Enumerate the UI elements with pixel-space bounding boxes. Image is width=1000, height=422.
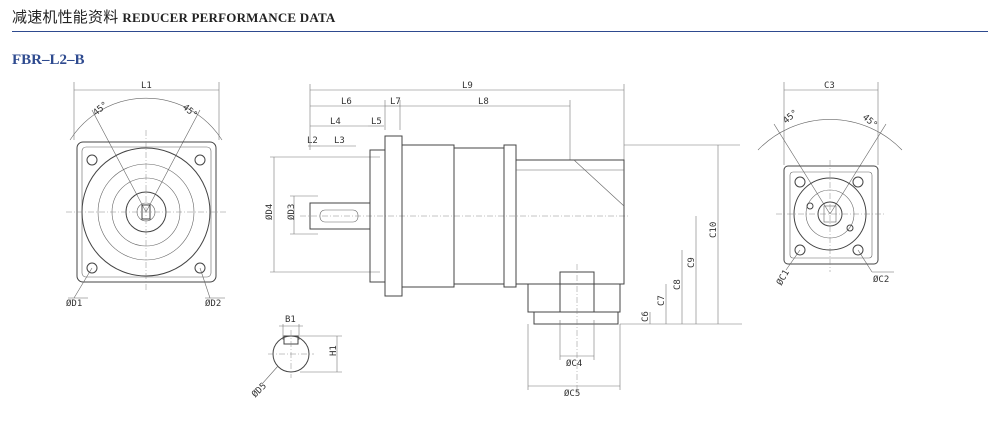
dim-L5: L5 xyxy=(371,117,382,127)
angle-45-left: 45° xyxy=(92,100,111,118)
dim-D2: ØD2 xyxy=(205,298,221,309)
dim-C9: C9 xyxy=(687,257,697,268)
angle-45-c-right: 45° xyxy=(860,113,879,131)
dim-C2: ØC2 xyxy=(873,274,889,285)
dim-C8: C8 xyxy=(673,279,683,290)
header-divider xyxy=(12,31,988,32)
dim-C7: C7 xyxy=(657,295,667,306)
dim-L8: L8 xyxy=(478,97,489,107)
front-view: L1 45° 45° ØD1 ØD2 xyxy=(66,81,228,309)
dim-D4: ØD4 xyxy=(264,204,275,220)
dim-D3: ØD3 xyxy=(286,204,297,220)
dim-L7: L7 xyxy=(390,97,401,107)
dim-C10: C10 xyxy=(709,222,719,238)
dim-L4: L4 xyxy=(330,117,341,127)
shaft-section-view: B1 H1 ØD5 xyxy=(250,315,342,400)
dim-C5: ØC5 xyxy=(564,388,580,399)
dim-L6: L6 xyxy=(341,97,352,107)
angle-45-right: 45° xyxy=(180,103,199,121)
dim-C4: ØC4 xyxy=(566,358,582,369)
dim-L1: L1 xyxy=(141,81,152,91)
dim-H1: H1 xyxy=(329,345,339,356)
dim-L9: L9 xyxy=(462,81,473,91)
model-code: FBR–L2–B xyxy=(12,52,85,68)
dim-L3: L3 xyxy=(334,136,345,146)
header-title-cn: 减速机性能资料 xyxy=(12,8,119,26)
side-view: L9 L6 L7 L8 L4 L5 L2 L3 ØD4 ØD3 xyxy=(264,81,742,399)
dim-L2: L2 xyxy=(307,136,318,146)
motor-flange-view: C3 45° 45° ØC1 ØC2 xyxy=(757,81,903,288)
header-title-en: REDUCER PERFORMANCE DATA xyxy=(122,10,336,25)
dim-D5: ØD5 xyxy=(250,381,269,400)
dim-C6: C6 xyxy=(641,311,651,322)
dim-D1: ØD1 xyxy=(66,298,82,309)
dim-B1: B1 xyxy=(285,315,296,325)
dim-C3: C3 xyxy=(824,81,835,91)
dim-C1: ØC1 xyxy=(774,268,792,288)
angle-45-c-left: 45° xyxy=(782,108,801,126)
